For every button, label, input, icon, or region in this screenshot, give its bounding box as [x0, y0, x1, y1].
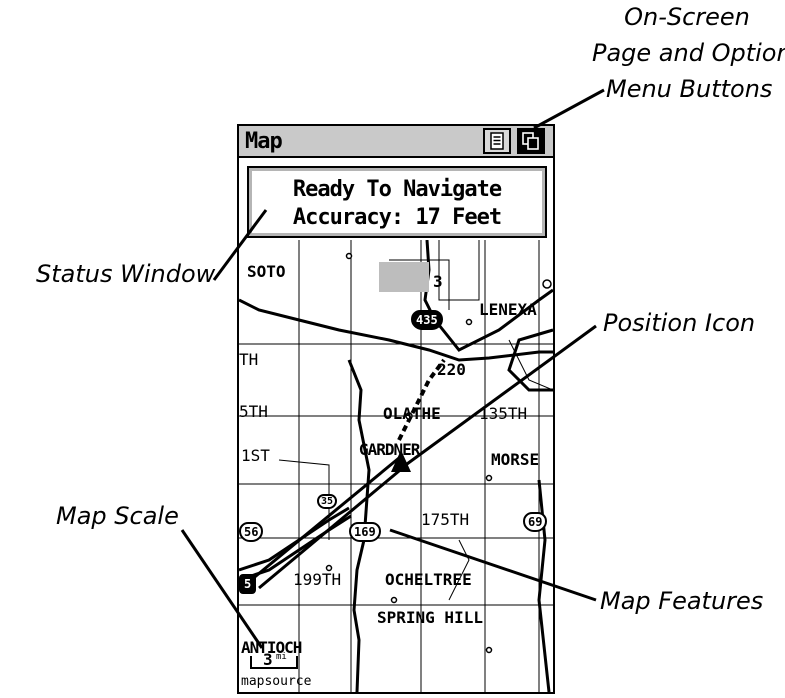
status-window: Ready To Navigate Accuracy: 17 Feet [247, 166, 547, 238]
status-line-1: Ready To Navigate [292, 177, 502, 202]
map-place-spring-hill: SPRING HILL [377, 608, 483, 627]
option-menu-button[interactable] [517, 128, 545, 154]
leader-onscreen [533, 88, 605, 130]
onscreen-callout-line1: On-Screen [624, 3, 750, 31]
shield-169: 169 [349, 522, 381, 542]
map-place-gardner: GARDNER [359, 440, 420, 459]
map-place-ocheltree: OCHELTREE [385, 570, 472, 589]
map-view[interactable]: SOTO LENEXA OLATHE GARDNER MORSE OCHELTR… [239, 240, 553, 692]
map-road-th: TH [239, 350, 259, 369]
shield-35: 35 [317, 494, 338, 509]
map-source: mapsource [241, 674, 312, 689]
map-road-135th: 135TH [479, 404, 528, 423]
scale-unit: mi [276, 652, 287, 662]
scale-bar [250, 656, 298, 669]
shield-69: 69 [523, 512, 548, 532]
map-road-1st: 1ST [241, 446, 270, 465]
map-road-175th: 175TH [421, 510, 470, 529]
map-scale-callout: Map Scale [56, 502, 179, 530]
position-icon-callout: Position Icon [603, 309, 756, 337]
shield-5: 5 [239, 574, 257, 594]
map-road-220: 220 [437, 360, 466, 379]
map-place-soto: SOTO [247, 262, 286, 281]
option-menu-icon [522, 132, 539, 150]
map-road-3: 3 [433, 272, 443, 291]
map-place-olathe: OLATHE [383, 404, 441, 423]
map-road-199th: 199TH [293, 570, 342, 589]
page-list-icon [490, 132, 504, 150]
onscreen-callout-line3: Menu Buttons [606, 75, 773, 103]
status-window-callout: Status Window [36, 260, 216, 288]
status-line-2: Accuracy: 17 Feet [292, 205, 502, 230]
map-place-lenexa: LENEXA [479, 300, 537, 319]
building-block [379, 262, 429, 292]
page-button[interactable] [483, 128, 511, 154]
shield-435: 435 [411, 310, 443, 330]
onscreen-callout: On-Screen [592, 0, 782, 34]
title-bar: Map [239, 126, 553, 158]
gps-screen: Map Ready To Navigate Accuracy: 17 Feet [237, 124, 555, 694]
scale-value: 3 [263, 650, 273, 669]
map-features-callout: Map Features [600, 587, 764, 615]
page-title: Map [245, 129, 283, 154]
map-scale: 3 mi [249, 650, 299, 672]
onscreen-callout-line2: Page and Option [592, 39, 785, 67]
map-road-5th: 5TH [239, 402, 268, 421]
map-place-morse: MORSE [491, 450, 540, 469]
